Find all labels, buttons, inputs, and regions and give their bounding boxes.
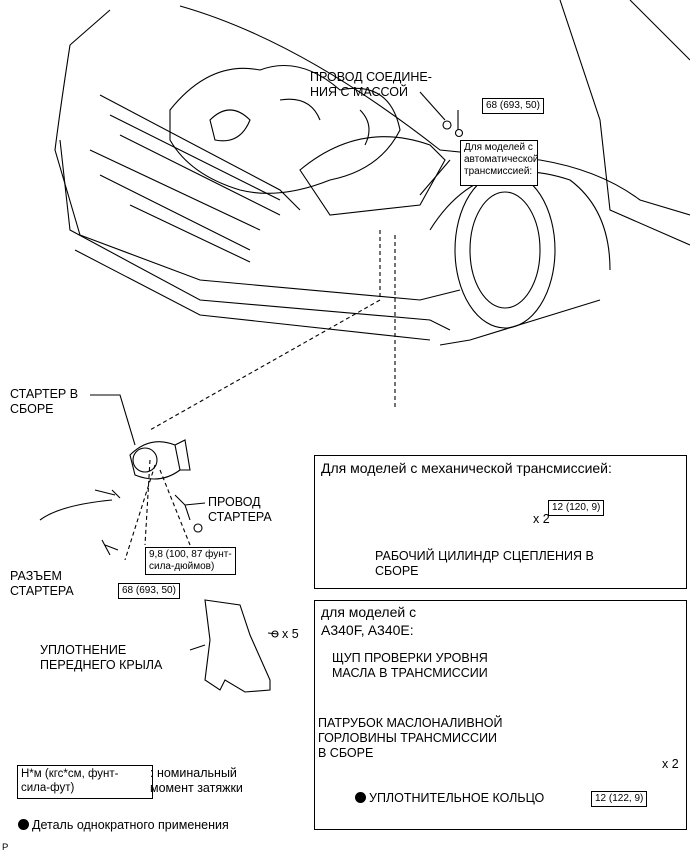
unit-legend-box: Н*м (кгс*см, фунт- сила-фут) [17, 765, 153, 799]
fender-seal-label: УПЛОТНЕНИЕ ПЕРЕДНЕГО КРЫЛА [40, 643, 163, 672]
oring-text: УПЛОТНИТЕЛЬНОЕ КОЛЬЦО [369, 791, 545, 805]
torque-nut: 9,8 (100, 87 фунт- сила-дюймов) [145, 547, 236, 575]
a340-qty: x 2 [662, 757, 679, 771]
wheel-arch [429, 171, 611, 271]
windshield-frame [559, 0, 690, 246]
torque-bolt: 68 (693, 50) [118, 583, 180, 599]
corner-code: P [2, 842, 9, 853]
bumper [59, 139, 451, 341]
manual-torque: 12 (120, 9) [548, 500, 605, 516]
starter-motor [129, 439, 191, 480]
grille [89, 94, 301, 263]
single-use-dot-icon [355, 792, 366, 803]
seal-qty: x 5 [282, 627, 299, 641]
filler-tube-label: ПАТРУБОК МАСЛОНАЛИВНОЙ ГОРЛОВИНЫ ТРАНСМИ… [318, 716, 503, 760]
starter-assembly-label: СТАРТЕР В СБОРЕ [10, 387, 79, 416]
starter-wire-label: ПРОВОД СТАРТЕРА [208, 495, 272, 524]
oring-label: УПЛОТНИТЕЛЬНОЕ КОЛЬЦО [355, 791, 544, 806]
dipstick-label: ЩУП ПРОВЕРКИ УРОВНЯ МАСЛА В ТРАНСМИССИИ [332, 651, 488, 680]
hood-outline [54, 5, 690, 301]
clutch-cylinder-label: РАБОЧИЙ ЦИЛИНДР СЦЕПЛЕНИЯ В СБОРЕ [375, 549, 594, 578]
manual-trans-panel [314, 455, 687, 589]
fender-seal [204, 599, 271, 693]
starter-connector-label: РАЗЪЕМ СТАРТЕРА [10, 569, 74, 598]
manual-panel-title: Для моделей с механической трансмиссией: [321, 460, 612, 476]
ground-wire-label: ПРОВОД СОЕДИНЕ- НИЯ С МАССОЙ [310, 70, 432, 99]
auto-trans-note: Для моделей с автоматической трансмиссие… [460, 140, 538, 186]
headlamp [299, 136, 446, 216]
a340-panel-title: для моделей с A340F, A340E: [321, 604, 417, 638]
single-use-legend-icon [18, 819, 29, 830]
unit-legend-desc: : номинальный момент затяжки [150, 766, 243, 795]
torque-top: 68 (693, 50) [482, 98, 544, 114]
fender [439, 299, 601, 346]
engine [169, 64, 401, 194]
single-use-text: Деталь однократного применения [32, 818, 229, 832]
single-use-legend: Деталь однократного применения [18, 818, 229, 833]
a340-torque: 12 (122, 9) [591, 791, 648, 807]
manual-qty: x 2 [533, 512, 550, 526]
